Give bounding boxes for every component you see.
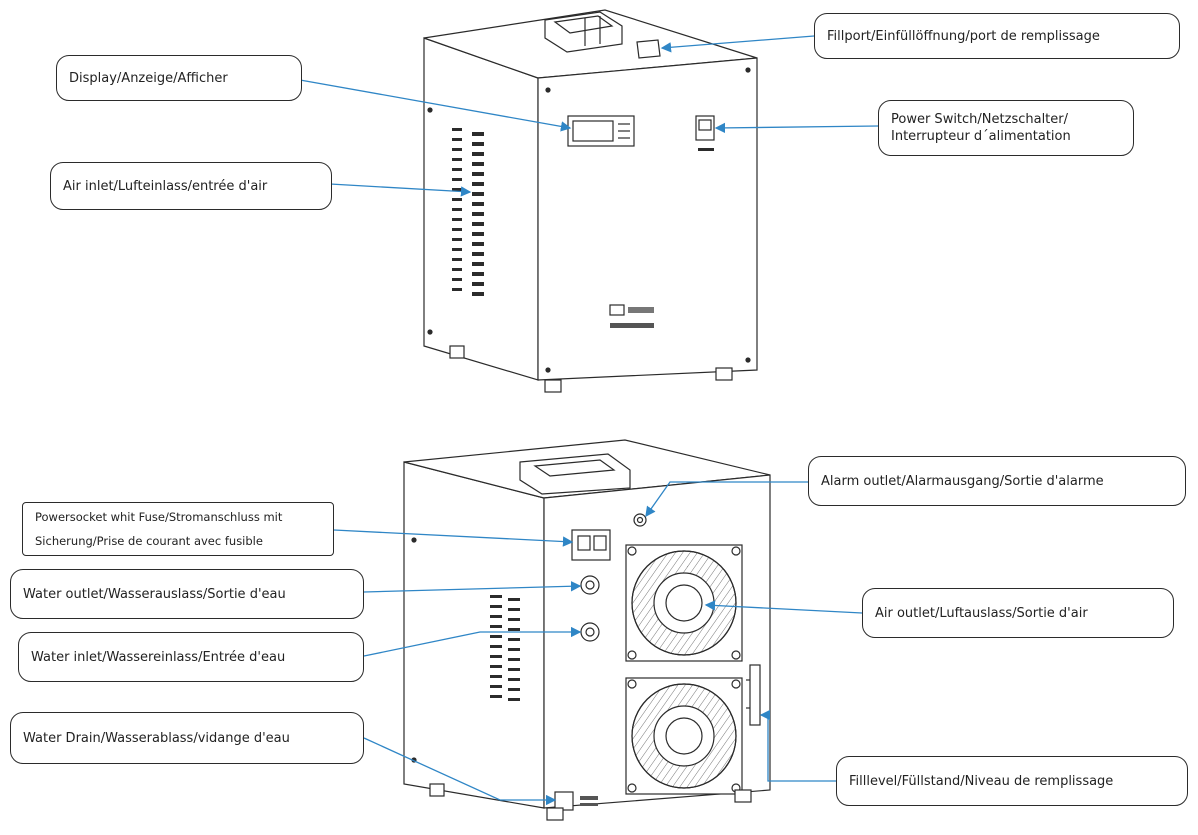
callout-water-inlet: Water inlet/Wassereinlass/Entrée d'eau [18,632,364,682]
callout-power-switch: Power Switch/Netzschalter/ Interrupteur … [878,100,1134,156]
leader-power-socket [333,529,574,547]
leader-water-outlet [363,581,582,593]
callout-alarm-outlet: Alarm outlet/Alarmausgang/Sortie d'alarm… [808,456,1186,506]
leader-alarm-outlet [645,481,808,518]
leader-water-drain [363,737,557,806]
callout-power-switch-line-1: Power Switch/Netzschalter/ [891,112,1068,127]
leader-fillport [660,35,815,53]
callout-air-outlet: Air outlet/Luftauslass/Sortie d'air [862,588,1174,638]
leader-power-switch [714,122,879,134]
chiller-front-view [423,9,758,393]
chiller-back-view [403,439,771,821]
callout-power-socket: Powersocket whit Fuse/Stromanschluss mit… [22,502,334,556]
callout-power-switch-line-2: Interrupteur d´alimentation [891,129,1071,144]
leader-air-inlet [329,183,472,197]
callout-fill-level: Filllevel/Füllstand/Niveau de remplissag… [836,756,1188,806]
callout-power-socket-line-1: Powersocket whit Fuse/Stromanschluss mit [35,510,283,524]
leader-fill-level [759,709,836,782]
callout-air-inlet: Air inlet/Lufteinlass/entrée d'air [50,162,332,210]
leader-water-inlet [363,626,582,657]
leader-lines [299,35,879,806]
callout-display: Display/Anzeige/Afficher [56,55,302,101]
leader-air-outlet [704,600,863,614]
callout-water-drain: Water Drain/Wasserablass/vidange d'eau [10,712,364,764]
callout-fillport: Fillport/Einfüllöffnung/port de rempliss… [814,13,1180,59]
callout-water-outlet: Water outlet/Wasserauslass/Sortie d'eau [10,569,364,619]
callout-power-socket-line-2: Sicherung/Prise de courant avec fusible [35,534,263,548]
leader-display [299,79,572,132]
